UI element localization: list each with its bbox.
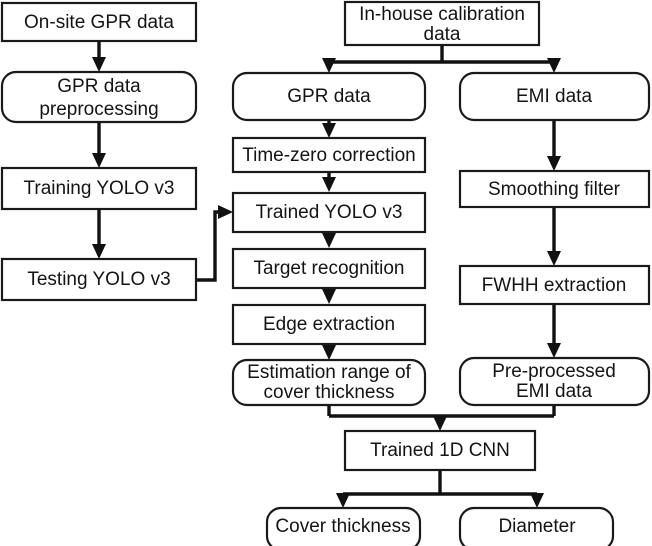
node-edge-extraction-box[interactable] (231, 303, 427, 346)
node-inhouse-calibration-label-line2: data (424, 24, 461, 45)
node-diameter[interactable]: Diameter (458, 506, 615, 546)
node-gpr-preprocessing-label-line2: preprocessing (39, 99, 158, 120)
node-estimation-range-label-line2: cover thickness (264, 382, 395, 403)
node-edge-extraction[interactable]: Edge extraction (231, 303, 427, 346)
arrowhead-preprocessing-to-training (92, 153, 106, 168)
node-target-recognition[interactable]: Target recognition (231, 247, 427, 290)
node-testing-yolo-v3[interactable]: Testing YOLO v3 (0, 257, 198, 302)
node-inhouse-calibration-label-line1: In-house calibration (359, 4, 525, 25)
node-time-zero-correction-box[interactable] (231, 136, 427, 174)
node-estimation-range-box[interactable] (231, 358, 427, 407)
node-testing-yolo-v3-label: Testing YOLO v3 (27, 269, 170, 290)
arrowhead-training-to-testing (92, 244, 106, 259)
node-gpr-data[interactable]: GPR data (231, 71, 427, 122)
arrowhead-cnn-to-cover-thickness (336, 493, 350, 508)
node-fwhh-extraction-label: FWHH extraction (482, 275, 627, 296)
arrowhead-testing-to-trained-yolo (218, 205, 233, 219)
edge-merge-to-trained-1d-cnn (327, 405, 556, 422)
node-trained-1d-cnn[interactable]: Trained 1D CNN (343, 429, 537, 472)
node-training-yolo-v3[interactable]: Training YOLO v3 (0, 166, 198, 211)
arrowhead-gpr-data-to-timezero (322, 123, 336, 138)
node-onsite-gpr-data[interactable]: On-site GPR data (0, 1, 198, 43)
node-estimation-range[interactable]: Estimation range of cover thickness (231, 358, 427, 407)
node-training-yolo-v3-box[interactable] (0, 166, 198, 211)
node-emi-data[interactable]: EMI data (458, 71, 651, 122)
node-trained-yolo-v3-box[interactable] (231, 191, 427, 234)
edge-calibration-split-bus (327, 45, 556, 64)
node-onsite-gpr-data-box[interactable] (0, 1, 198, 43)
node-training-yolo-v3-label: Training YOLO v3 (23, 178, 174, 199)
node-smoothing-filter-box[interactable] (458, 169, 651, 209)
node-trained-1d-cnn-label: Trained 1D CNN (370, 440, 510, 461)
node-cover-thickness-label: Cover thickness (275, 516, 410, 537)
node-diameter-box[interactable] (458, 506, 615, 546)
node-emi-data-label: EMI data (516, 86, 592, 107)
node-fwhh-extraction[interactable]: FWHH extraction (458, 264, 651, 306)
node-trained-yolo-v3[interactable]: Trained YOLO v3 (231, 191, 427, 234)
node-emi-data-box[interactable] (458, 71, 651, 122)
node-inhouse-calibration[interactable]: In-house calibration data (343, 0, 541, 47)
node-testing-yolo-v3-box[interactable] (0, 257, 198, 302)
arrowhead-fwhh-to-preprocessed-emi (547, 343, 561, 358)
node-gpr-preprocessing-label-line1: GPR data (57, 76, 141, 97)
node-gpr-data-label: GPR data (287, 86, 371, 107)
node-cover-thickness-box[interactable] (265, 506, 422, 546)
node-cover-thickness[interactable]: Cover thickness (265, 506, 422, 546)
node-preprocessed-emi-data-label-line2: EMI data (516, 381, 592, 402)
node-target-recognition-label: Target recognition (253, 258, 404, 279)
arrowhead-calibration-to-emi-data (547, 58, 561, 73)
node-fwhh-extraction-box[interactable] (458, 264, 651, 306)
arrowhead-target-to-edge-extraction (322, 289, 336, 304)
arrowhead-merge-to-trained-1d-cnn (433, 416, 447, 431)
node-target-recognition-box[interactable] (231, 247, 427, 290)
arrowhead-timezero-to-trained-yolo (322, 177, 336, 192)
node-smoothing-filter-label: Smoothing filter (488, 179, 621, 200)
arrowhead-onsite-to-preprocessing (92, 57, 106, 72)
node-estimation-range-label-line1: Estimation range of (247, 362, 411, 383)
node-preprocessed-emi-data[interactable]: Pre-processed EMI data (458, 356, 651, 407)
node-gpr-data-box[interactable] (231, 71, 427, 122)
arrowhead-emi-data-to-smoothing (547, 156, 561, 171)
node-inhouse-calibration-box[interactable] (343, 0, 541, 47)
arrowhead-smoothing-to-fwhh (547, 251, 561, 266)
arrowhead-edge-extraction-to-estimation (322, 345, 336, 360)
arrowhead-calibration-to-gpr-data (322, 58, 336, 73)
arrowhead-cnn-to-diameter (530, 493, 544, 508)
node-preprocessed-emi-data-label-line1: Pre-processed (492, 361, 616, 382)
node-gpr-preprocessing[interactable]: GPR data preprocessing (0, 70, 198, 124)
node-edge-extraction-label: Edge extraction (263, 314, 395, 335)
arrowhead-trained-yolo-to-target (322, 233, 336, 248)
node-preprocessed-emi-data-box[interactable] (458, 356, 651, 407)
node-time-zero-correction[interactable]: Time-zero correction (231, 136, 427, 174)
node-diameter-label: Diameter (498, 516, 576, 537)
edge-testing-to-trained-yolo (196, 210, 222, 282)
node-trained-yolo-v3-label: Trained YOLO v3 (256, 202, 403, 223)
node-smoothing-filter[interactable]: Smoothing filter (458, 169, 651, 209)
node-time-zero-correction-label: Time-zero correction (242, 145, 416, 166)
node-gpr-preprocessing-box[interactable] (0, 70, 198, 124)
connectors-layer (92, 41, 561, 508)
edge-cnn-split-bus (341, 470, 539, 497)
node-onsite-gpr-data-label: On-site GPR data (24, 12, 174, 33)
node-trained-1d-cnn-box[interactable] (343, 429, 537, 472)
